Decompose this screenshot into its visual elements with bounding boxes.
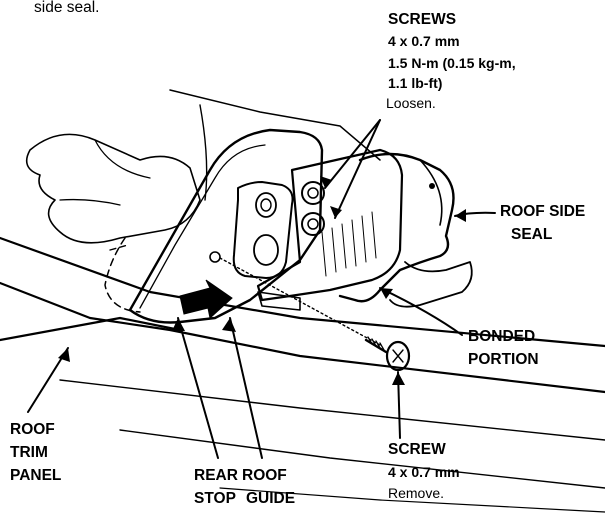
leader-rear-roof-stop — [177, 317, 219, 459]
roof-side-seal — [338, 152, 455, 303]
screw-path — [219, 257, 381, 346]
removed-screw — [364, 336, 411, 372]
arrowhead-screws-1 — [320, 176, 332, 188]
leader-screws-1 — [324, 119, 381, 189]
screws-upper-title: SCREWS — [388, 11, 457, 28]
background-hand — [25, 133, 201, 244]
roof-guide-label-2: GUIDE — [246, 490, 296, 507]
bonded-portion-label-2: PORTION — [468, 351, 539, 368]
roof-rail-lower-2 — [119, 429, 605, 489]
rear-roof-stop-label-2: STOP — [194, 490, 236, 507]
roof-trim-panel-label-1: ROOF — [10, 421, 55, 438]
roof-rail-lower-3 — [219, 487, 605, 513]
roof-rail-lower-1 — [59, 379, 605, 441]
slotted-panel — [232, 181, 294, 279]
screw-lower-action: Remove. — [388, 485, 445, 501]
roof-trim-panel-label-2: TRIM — [10, 444, 48, 461]
roof-side-seal-label-1: ROOF SIDE — [500, 203, 586, 220]
arrowhead-screw — [392, 372, 405, 385]
screws-upper-torque-1: 1.5 N-m (0.15 kg-m, — [388, 55, 516, 71]
slide-direction-arrow — [179, 279, 233, 319]
arrowhead-stop — [172, 318, 185, 331]
roof-guide-label-1: ROOF — [242, 467, 287, 484]
rear-roof-stop — [128, 128, 324, 324]
top-caption-text: side seal. — [34, 0, 100, 16]
leader-screws-2 — [334, 119, 381, 219]
hidden-trim-outline — [104, 237, 141, 313]
arrowhead-screws-2 — [330, 206, 342, 218]
roof-trim-panel-label-3: PANEL — [10, 467, 62, 484]
bonded-portion-label-1: BONDED — [468, 328, 536, 345]
arrowhead-trim — [58, 348, 70, 362]
leader-roof-guide — [229, 317, 263, 459]
roof-trim-panel-edge — [0, 316, 182, 342]
arrowhead-guide — [222, 318, 236, 332]
upper-screws — [301, 181, 325, 236]
roof-side-seal-label-2: SEAL — [511, 226, 553, 243]
screw-lower-size: 4 x 0.7 mm — [388, 464, 460, 480]
roof-rail-mid — [0, 281, 605, 394]
screws-upper-size: 4 x 0.7 mm — [388, 33, 460, 49]
screws-upper-action: Loosen. — [386, 95, 436, 111]
screws-upper-torque-2: 1.1 lb-ft) — [388, 75, 443, 91]
screw-lower-title: SCREW — [388, 441, 446, 458]
arrowhead-seal — [455, 209, 466, 222]
arrowhead-bonded — [380, 288, 393, 299]
rear-roof-stop-label-1: REAR — [194, 467, 238, 484]
